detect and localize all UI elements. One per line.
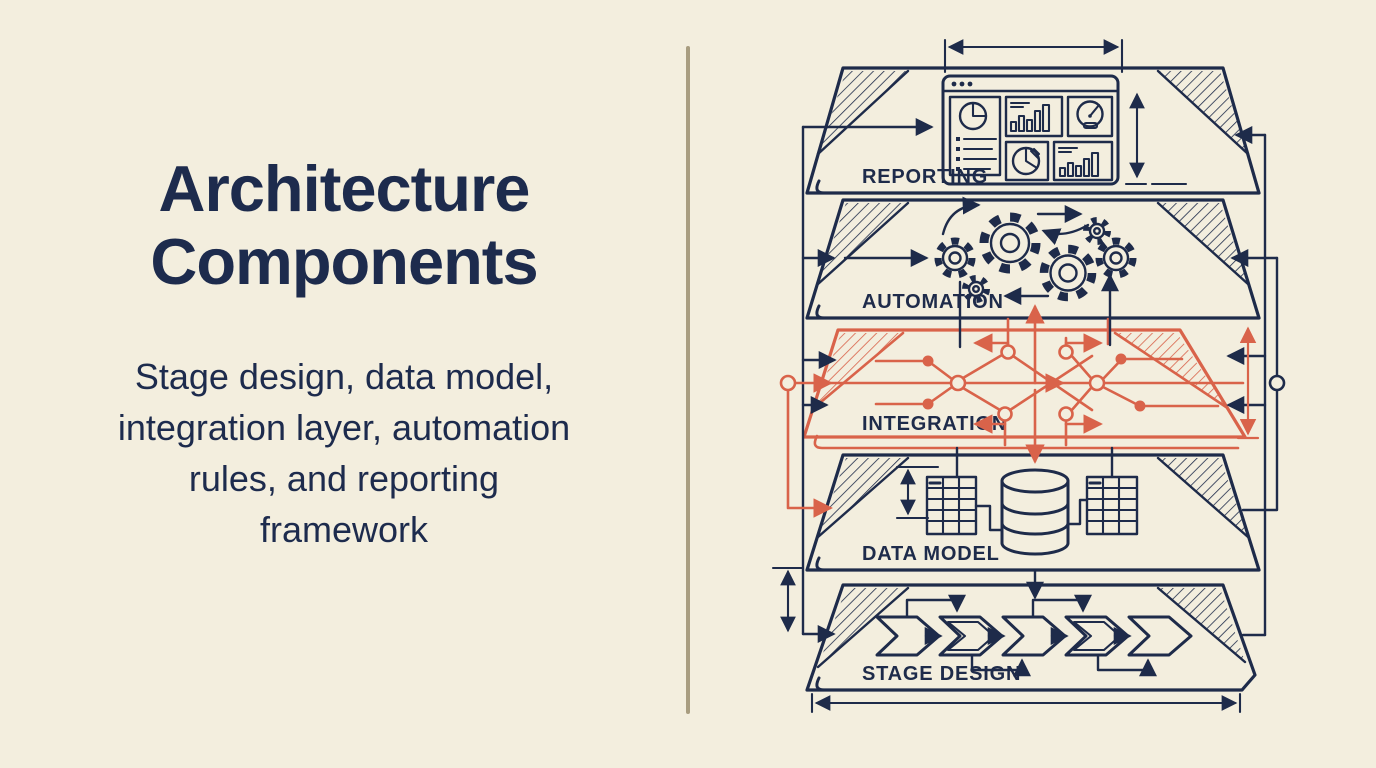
right-connector-lines — [1226, 126, 1286, 637]
accent-elbow-to-datamodel — [786, 389, 833, 518]
title-line-2: Components — [150, 225, 538, 299]
gear-icon — [979, 212, 1041, 274]
gear-icon — [1083, 217, 1111, 245]
layer-label-stage-design: STAGE DESIGN — [862, 663, 1021, 685]
chevron-step — [1001, 615, 1067, 657]
gear-icon — [1039, 244, 1097, 302]
process-chevrons-icon — [875, 594, 1193, 677]
node-dot — [922, 355, 934, 367]
layer-reporting: REPORTING — [805, 66, 1261, 195]
table-db-connector — [1066, 498, 1089, 526]
gear-icon — [1095, 237, 1137, 279]
dimension-line-integration — [1236, 326, 1260, 440]
subtitle-line-3: rules, and reporting — [188, 458, 500, 500]
window-dot — [967, 81, 973, 87]
dimension-line-top — [943, 38, 1124, 74]
title-line-1: Architecture — [158, 152, 531, 225]
integration-input-node — [779, 374, 797, 392]
window-dot — [951, 81, 957, 87]
left-connector-lines — [771, 118, 934, 643]
loop-arrow-top — [1031, 594, 1092, 618]
gear-icon — [962, 275, 990, 303]
junction-node — [1058, 344, 1074, 360]
vertical-divider — [686, 46, 690, 714]
dimension-line-bottom — [810, 692, 1242, 714]
dimension-line-dashboard — [1124, 92, 1188, 186]
junction-node — [997, 406, 1013, 422]
page-subtitle: Stage design, data model, integration lay… — [118, 351, 570, 555]
loop-arrow-bottom — [970, 654, 1031, 677]
layer-baseline — [815, 676, 1244, 692]
integration-output-node — [1268, 374, 1286, 392]
chevron-step — [1064, 615, 1130, 657]
gauge-icon — [1066, 95, 1114, 138]
layer-baseline — [813, 434, 1240, 450]
subtitle-line-2: integration layer, automation — [117, 406, 571, 448]
layer-baseline — [815, 556, 1261, 572]
dashboard-analytics-icon — [941, 74, 1120, 186]
pie-segment-icon — [1004, 140, 1050, 182]
node-dot — [922, 398, 934, 410]
window-dot — [959, 81, 965, 87]
junction-node — [1000, 344, 1016, 360]
bullet-list-icon — [956, 137, 998, 171]
dimension-line-datamodel — [895, 465, 940, 520]
junction-node — [1058, 406, 1074, 422]
curved-arrow-icon — [941, 196, 981, 236]
chevron-step — [1127, 615, 1193, 657]
node-dot — [1134, 400, 1146, 412]
hub-node — [949, 374, 967, 392]
pie-chart-icon — [948, 95, 1002, 177]
chevron-step — [875, 615, 941, 657]
bar-chart-icon — [1004, 95, 1064, 138]
layer-label-data-model: DATA MODEL — [862, 543, 1000, 565]
subtitle-line-4: framework — [259, 509, 428, 551]
gears-icon — [934, 196, 1137, 305]
layer-baseline — [815, 179, 1261, 195]
database-icon — [1000, 468, 1070, 556]
loop-arrow-top — [905, 594, 966, 618]
layer-label-automation: AUTOMATION — [862, 291, 1004, 313]
subtitle-line-1: Stage design, data model, — [134, 355, 554, 397]
chevron-step — [938, 615, 1004, 657]
bar-chart-icon — [1052, 140, 1114, 182]
table-db-connector — [974, 504, 1004, 532]
layer-baseline — [815, 304, 1261, 320]
layer-label-integration: INTEGRATION — [862, 413, 1007, 435]
curved-arrow-icon — [1041, 223, 1090, 246]
circuit-network-icon — [820, 304, 1245, 464]
hub-node — [1088, 374, 1106, 392]
gear-icon — [934, 237, 976, 279]
node-dot — [1115, 353, 1127, 365]
mid-connector-lines — [955, 273, 1119, 600]
loop-arrow-bottom — [1096, 654, 1157, 677]
layer-integration: INTEGRATION — [802, 328, 1247, 450]
layer-automation: AUTOMATION — [805, 198, 1261, 320]
dimension-line-stage — [771, 566, 804, 633]
